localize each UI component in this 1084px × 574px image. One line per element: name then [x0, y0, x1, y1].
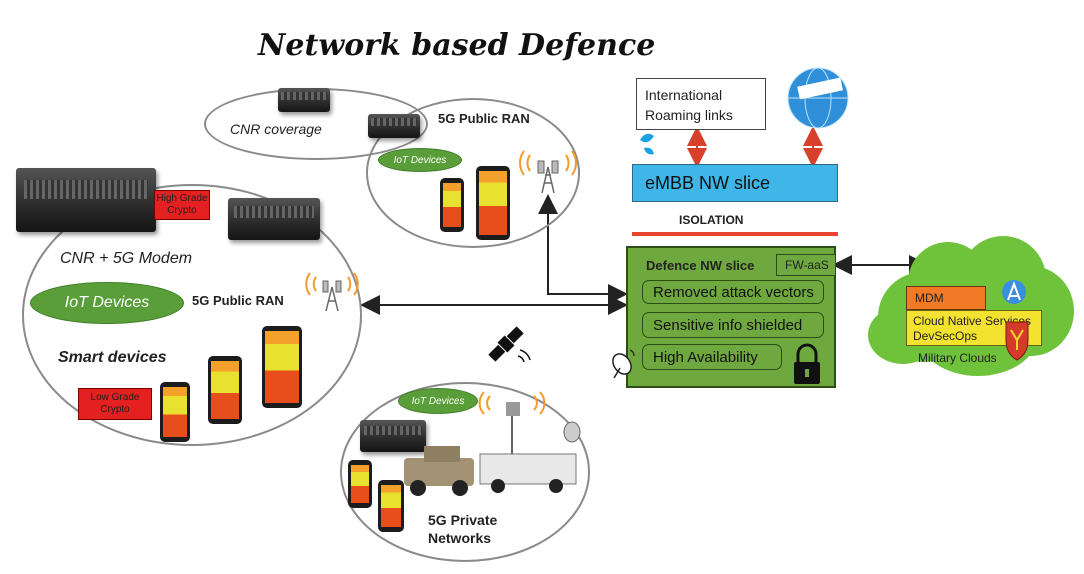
smartphone — [348, 460, 372, 508]
public-ran-ellipse — [366, 98, 580, 248]
fw-aas-label: FW-aaS — [785, 258, 829, 272]
mdm-label: MDM — [915, 291, 944, 305]
cloud-services-line2: DevSecOps — [913, 329, 978, 343]
smartphone — [378, 480, 404, 532]
embb-slice-box: eMBB NW slice — [632, 164, 838, 202]
smartphone — [160, 382, 190, 442]
isolation-label: ISOLATION — [679, 213, 744, 227]
defence-slice-label: Defence NW slice — [646, 258, 755, 273]
smartphone — [262, 326, 302, 408]
diagram-title: Network based Defence — [258, 28, 656, 63]
modem-device-left — [228, 198, 320, 240]
public-ran-left-label: 5G Public RAN — [192, 293, 284, 308]
private-networks-label: 5G Private Networks — [428, 511, 518, 547]
roaming-links-box: International Roaming links — [636, 78, 766, 130]
roaming-links-label: International Roaming links — [645, 87, 733, 123]
modem-device-top — [368, 114, 420, 138]
smartphone — [440, 178, 464, 232]
fw-aas-box: FW-aaS — [776, 254, 836, 276]
cloud-services-box: Cloud Native Services DevSecOps — [906, 310, 1042, 346]
smart-devices-label: Smart devices — [58, 349, 167, 366]
modem-device-bottom — [360, 420, 426, 452]
cnr-5g-modem-ellipse — [22, 184, 362, 446]
low-grade-crypto-box: Low Grade Crypto — [78, 388, 152, 420]
cnr-5g-modem-label: CNR + 5G Modem — [60, 250, 193, 267]
defence-item: Removed attack vectors — [642, 280, 824, 304]
private-network-ellipse — [340, 382, 590, 562]
mdm-box: MDM — [906, 286, 986, 310]
private-networks-text: 5G Private Networks — [428, 512, 498, 546]
defence-item: Sensitive info shielded — [642, 312, 824, 338]
high-grade-crypto-box: High Grade Crypto — [154, 190, 210, 220]
cnr-radio-large — [16, 168, 156, 232]
iot-devices-pill-top: IoT Devices — [378, 148, 462, 172]
military-clouds-label: Military Clouds — [918, 351, 997, 365]
cnr-coverage-label: CNR coverage — [230, 121, 322, 137]
iot-devices-pill-bottom: IoT Devices — [398, 388, 478, 414]
public-ran-label: 5G Public RAN — [438, 111, 530, 126]
smartphone — [476, 166, 510, 240]
embb-slice-label: eMBB NW slice — [645, 173, 771, 193]
iot-devices-pill-left: IoT Devices — [30, 282, 184, 324]
smartphone — [208, 356, 242, 424]
public-ran-to-defence-link — [538, 194, 628, 304]
defence-item: High Availability — [642, 344, 782, 370]
cnr-radio-device — [278, 88, 330, 112]
cloud-services-line1: Cloud Native Services — [913, 314, 1032, 328]
